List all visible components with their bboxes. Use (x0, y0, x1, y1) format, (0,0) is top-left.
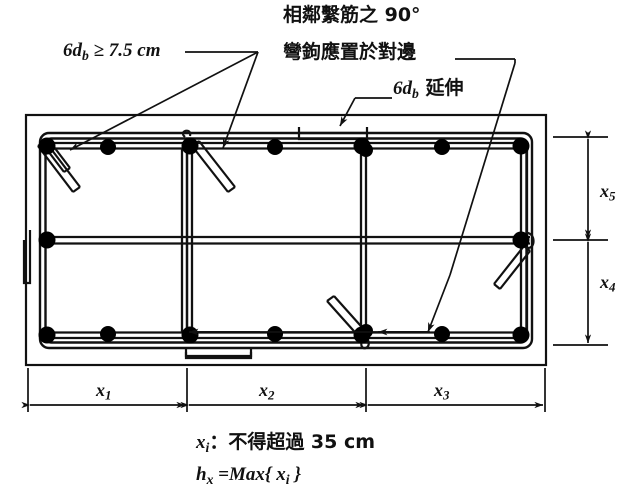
annotation-adjacent-tie-line1: 相鄰繫筋之 90° (283, 4, 421, 26)
dimension-label-x5: x5 (600, 181, 615, 205)
max-spacing-subscript: i (205, 439, 210, 455)
dimension-line-horizontal (21, 368, 546, 412)
hx-base: h (196, 464, 207, 485)
hx-close: } (289, 464, 301, 485)
bottom-extension-hook-bar (184, 348, 253, 360)
dim-x4-subscript: 4 (609, 279, 616, 295)
formula-hx: hx =Max{ xi } (196, 464, 301, 488)
hook-length-subscript: b (82, 47, 89, 63)
max-spacing-base: x (196, 432, 206, 453)
extension-suffix: 延伸 (418, 77, 464, 99)
dim-x2-base: x (259, 380, 268, 400)
dim-x1-base: x (96, 380, 105, 400)
horizontal-mid-tie (42, 235, 530, 245)
dim-x2-subscript: 2 (268, 387, 275, 403)
top-extension-hook-bar (297, 127, 369, 141)
rebar-dots-bottom-row (38, 324, 530, 344)
outer-hoop (38, 131, 534, 350)
annotation-adjacent-tie-line2: 彎鉤應置於對邊 (283, 41, 417, 63)
dimension-line-vertical (553, 130, 608, 346)
dimension-label-x3: x3 (434, 380, 449, 404)
hook-135-right-middle (493, 245, 531, 290)
dim-x5-subscript: 5 (609, 188, 616, 204)
leader-hook-length (69, 51, 259, 151)
top-center-hook-loop (182, 129, 192, 138)
annotation-hook-length: 6db ≥ 7.5 cm (63, 40, 160, 64)
rebar-dots-top-row (38, 137, 530, 157)
interior-tie-right-cell (366, 141, 529, 340)
max-spacing-text: ：不得超過 35 cm (209, 431, 376, 453)
hook-length-prefix: 6d (63, 40, 82, 61)
hx-subscript: x (206, 471, 214, 487)
hx-var-subscript: i (285, 471, 290, 487)
annotation-extension: 6db 延伸 (393, 77, 464, 102)
formula-max-spacing: xi：不得超過 35 cm (196, 431, 376, 456)
interior-tie-left-cell (45, 141, 189, 340)
hook-135-top-middle (191, 140, 236, 193)
extension-subscript: b (412, 85, 419, 101)
rebar-dots-middle-row (38, 231, 530, 249)
hook-length-suffix: ≥ 7.5 cm (88, 40, 161, 61)
left-crosstie-hook (22, 230, 32, 285)
dim-x4-base: x (600, 272, 609, 292)
hx-mid: =Max{ (213, 464, 277, 485)
dim-x3-subscript: 3 (443, 387, 450, 403)
leader-extension (339, 97, 392, 127)
dim-x5-base: x (600, 181, 609, 201)
hx-var-base: x (276, 464, 286, 485)
dimension-label-x4: x4 (600, 272, 615, 296)
dimension-label-x2: x2 (259, 380, 274, 404)
extension-prefix: 6d (393, 78, 412, 99)
dim-x1-subscript: 1 (105, 387, 112, 403)
right-crosstie-hook (526, 231, 535, 250)
dim-x3-base: x (434, 380, 443, 400)
concrete-outline (24, 113, 548, 367)
dimension-label-x1: x1 (96, 380, 111, 404)
